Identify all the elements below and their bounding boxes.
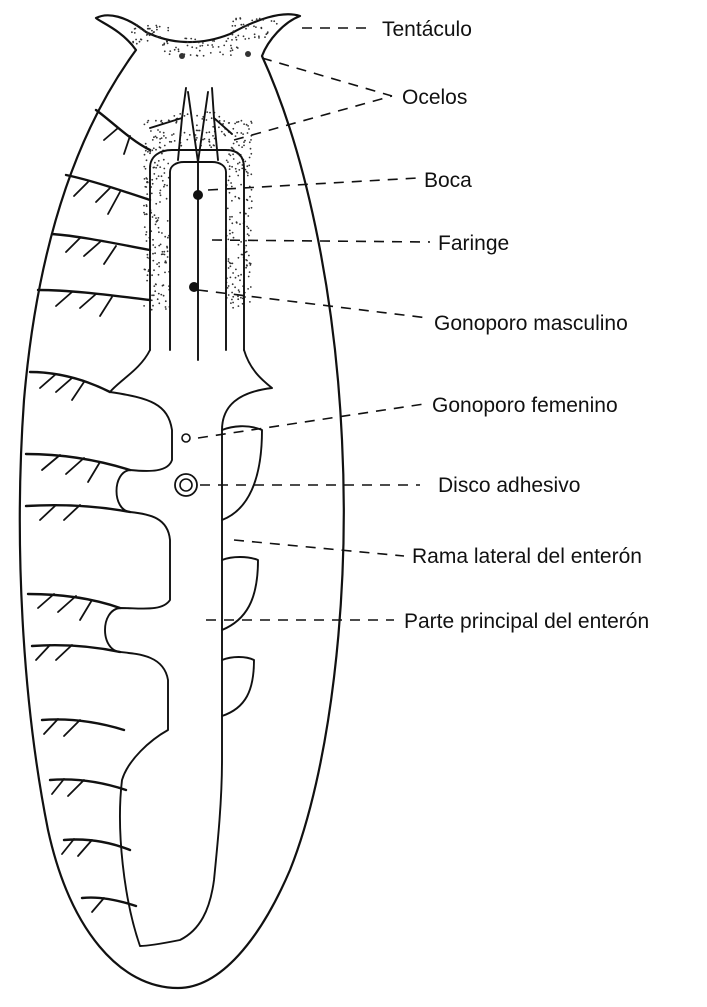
leader-boca: [208, 178, 418, 190]
lateral-gut-branches: [26, 110, 150, 912]
pharynx-tip-right: [198, 92, 208, 162]
disco-adhesivo-inner: [180, 479, 192, 491]
pharynx-tip-left: [188, 92, 198, 162]
gonoporo-femenino: [182, 434, 190, 442]
label-gonoporo-masculino: Gonoporo masculino: [434, 312, 628, 335]
label-ocelos: Ocelos: [402, 86, 467, 109]
gut-main-trunk: [105, 350, 272, 946]
tentacle-stipple: [131, 17, 278, 57]
leader-lines: [198, 28, 430, 620]
pharyngeal-pocket: [150, 150, 244, 350]
leader-rama-lateral: [234, 540, 404, 556]
gut-right-lobe-3: [222, 657, 254, 716]
label-gonoporo-femenino: Gonoporo femenino: [432, 394, 618, 417]
gut-right-lobe-1: [222, 426, 262, 520]
leader-gonoporo-masculino: [198, 290, 428, 318]
ocelo-right: [245, 51, 251, 57]
boca-dot: [193, 190, 203, 200]
leader-gonoporo-femenino: [198, 404, 424, 438]
label-rama-lateral: Rama lateral del enterón: [412, 545, 642, 568]
disco-adhesivo-outer: [175, 474, 197, 496]
label-parte-principal: Parte principal del enterón: [404, 610, 649, 633]
leader-ocelos-2: [234, 96, 392, 140]
body-outline: [20, 14, 344, 988]
leader-ocelos-1: [262, 58, 392, 96]
gonoporo-masculino-dot: [189, 282, 199, 292]
gut-right-lobe-2: [222, 557, 258, 630]
label-faringe: Faringe: [438, 232, 509, 255]
label-tentaculo: Tentáculo: [382, 18, 472, 41]
label-boca: Boca: [424, 169, 472, 192]
label-disco-adhesivo: Disco adhesivo: [438, 474, 580, 497]
ocelo-left: [179, 53, 185, 59]
